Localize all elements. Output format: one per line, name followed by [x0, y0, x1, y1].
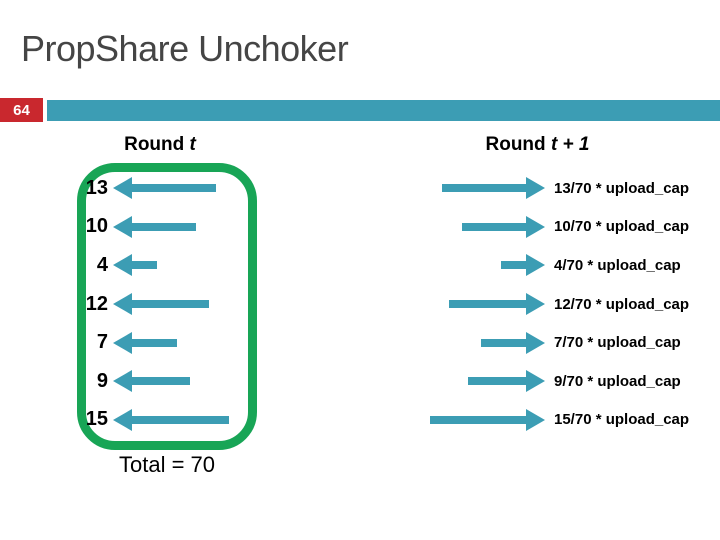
left-arrowhead-icon — [113, 331, 132, 354]
round-t-row: 4 — [82, 246, 254, 285]
right-arrowhead-icon — [526, 177, 545, 200]
left-arrowhead-icon — [113, 215, 132, 238]
round-t-row: 12 — [82, 285, 254, 324]
right-arrowhead-icon — [526, 408, 545, 431]
left-arrow-icon — [113, 370, 190, 393]
peer-value: 12 — [85, 292, 108, 315]
round-t-plus-1-row: 7/70 * upload_cap — [430, 323, 720, 362]
left-arrow-icon — [113, 408, 229, 431]
left-arrow-icon — [113, 177, 216, 200]
arrow-tail — [449, 300, 526, 309]
right-arrowhead-icon — [526, 254, 545, 277]
left-arrow-icon — [113, 331, 177, 354]
upload-formula: 13/70 * upload_cap — [554, 179, 690, 197]
arrow-tail — [132, 377, 190, 386]
right-arrow-icon — [501, 254, 545, 277]
upload-formula: 4/70 * upload_cap — [554, 256, 681, 274]
right-arrowhead-icon — [526, 331, 545, 354]
arrow-tail — [481, 338, 526, 347]
arrow-slot — [430, 215, 545, 238]
round-t-plus-1-row: 13/70 * upload_cap — [430, 169, 720, 208]
arrow-tail — [132, 338, 177, 347]
round-t-row: 7 — [82, 323, 254, 362]
total-label: Total = 70 — [118, 452, 215, 477]
round-t-plus-1-column: 13/70 * upload_cap 10/70 * upload_cap 4/… — [430, 169, 720, 439]
slide-number-badge: 64 — [0, 98, 43, 122]
round-t-plus-1-header-variable: t + 1 — [550, 134, 590, 155]
arrow-tail — [430, 415, 526, 424]
arrow-slot — [430, 177, 545, 200]
arrow-tail — [468, 377, 526, 386]
arrow-tail — [462, 222, 526, 231]
peer-value: 7 — [96, 331, 108, 354]
arrow-tail — [132, 261, 157, 270]
slide-title: PropShare Unchoker — [21, 28, 349, 69]
left-arrow-icon — [113, 293, 209, 316]
arrow-tail — [442, 184, 526, 193]
upload-formula: 15/70 * upload_cap — [554, 411, 690, 429]
round-t-row: 10 — [82, 208, 254, 247]
round-t-plus-1-row: 15/70 * upload_cap — [430, 401, 720, 440]
left-arrow-icon — [113, 254, 157, 277]
left-arrow-icon — [113, 215, 196, 238]
upload-formula: 9/70 * upload_cap — [554, 372, 681, 390]
arrow-slot — [430, 293, 545, 316]
right-arrowhead-icon — [526, 293, 545, 316]
left-arrowhead-icon — [113, 293, 132, 316]
right-arrow-icon — [481, 331, 545, 354]
arrow-tail — [132, 184, 216, 193]
peer-value: 15 — [85, 408, 108, 431]
right-arrowhead-icon — [526, 370, 545, 393]
upload-formula: 7/70 * upload_cap — [554, 334, 681, 352]
round-t-column: 13 10 4 12 7 9 15 — [82, 169, 254, 439]
left-arrowhead-icon — [113, 370, 132, 393]
accent-bar — [47, 100, 720, 121]
round-t-header: Round t — [70, 134, 250, 158]
right-arrow-icon — [462, 215, 545, 238]
right-arrow-icon — [430, 408, 545, 431]
round-t-plus-1-row: 10/70 * upload_cap — [430, 208, 720, 247]
upload-formula: 10/70 * upload_cap — [554, 218, 690, 236]
right-arrow-icon — [442, 177, 545, 200]
arrow-slot — [430, 254, 545, 277]
round-t-row: 9 — [82, 362, 254, 401]
arrow-tail — [132, 415, 229, 424]
arrow-tail — [501, 261, 526, 270]
round-t-plus-1-row: 4/70 * upload_cap — [430, 246, 720, 285]
peer-value: 10 — [85, 215, 108, 238]
peer-value: 9 — [96, 369, 108, 392]
round-t-header-prefix: Round — [124, 134, 190, 155]
round-t-header-variable: t — [189, 134, 196, 155]
right-arrow-icon — [449, 293, 545, 316]
arrow-tail — [132, 300, 209, 309]
arrow-slot — [430, 331, 545, 354]
left-arrowhead-icon — [113, 254, 132, 277]
peer-value: 13 — [85, 176, 108, 199]
round-t-group-outline — [77, 163, 257, 450]
round-t-plus-1-header-prefix: Round — [485, 134, 551, 155]
round-t-plus-1-row: 9/70 * upload_cap — [430, 362, 720, 401]
round-t-plus-1-header: Round t + 1 — [430, 134, 645, 158]
right-arrowhead-icon — [526, 215, 545, 238]
arrow-tail — [132, 222, 196, 231]
right-arrow-icon — [468, 370, 545, 393]
arrow-slot — [430, 408, 545, 431]
round-t-plus-1-row: 12/70 * upload_cap — [430, 285, 720, 324]
left-arrowhead-icon — [113, 177, 132, 200]
arrow-slot — [430, 370, 545, 393]
round-t-row: 15 — [82, 401, 254, 440]
upload-formula: 12/70 * upload_cap — [554, 295, 690, 313]
round-t-row: 13 — [82, 169, 254, 208]
peer-value: 4 — [96, 253, 108, 276]
left-arrowhead-icon — [113, 408, 132, 431]
